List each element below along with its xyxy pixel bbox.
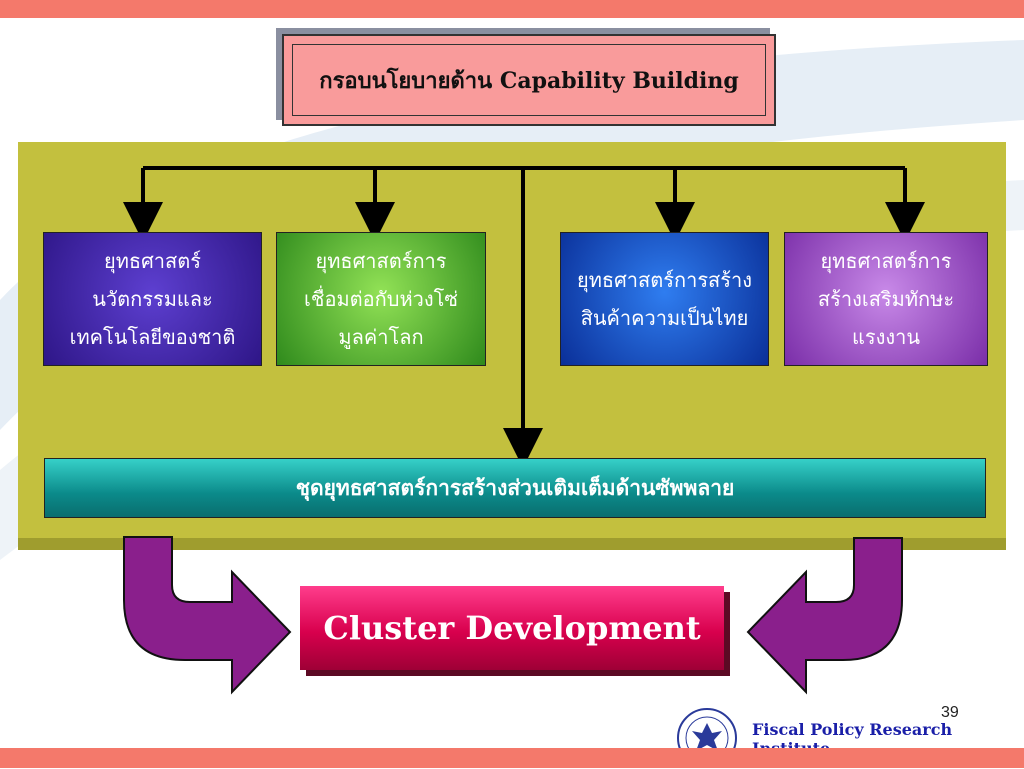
cluster-development-label: Cluster Development <box>323 609 701 647</box>
left-curved-arrow-icon <box>123 536 292 695</box>
panel-bevel <box>18 538 1006 550</box>
supply-side-strategy-label: ชุดยุทธศาสตร์การสร้างส่วนเติมเต็มด้านซัพ… <box>295 474 735 500</box>
strategy-box-global-value-chain: ยุทธศาสตร์การ เชื่อมต่อกับห่วงโซ่ มูลค่า… <box>276 232 486 366</box>
strategy-box-thainess: ยุทธศาสตร์การสร้าง สินค้าความเป็นไทย <box>560 232 769 366</box>
strategy-label-1: ยุทธศาสตร์ นวัตกรรมและ เทคโนโลยีของชาติ <box>69 249 236 349</box>
strategy-box-labor-skills: ยุทธศาสตร์การ สร้างเสริมทักษะ แรงงาน <box>784 232 988 366</box>
page-number: 39 <box>941 704 959 721</box>
strategy-label-2: ยุทธศาสตร์การ เชื่อมต่อกับห่วงโซ่ มูลค่า… <box>304 249 458 349</box>
strategy-label-3: ยุทธศาสตร์การสร้าง สินค้าความเป็นไทย <box>577 268 752 330</box>
title-box: กรอบนโยบายด้าน Capability Building <box>282 34 776 126</box>
strategy-label-4: ยุทธศาสตร์การ สร้างเสริมทักษะ แรงงาน <box>817 249 955 349</box>
diagram-title: กรอบนโยบายด้าน Capability Building <box>319 67 739 94</box>
right-curved-arrow-icon <box>746 537 903 695</box>
strategy-box-innovation: ยุทธศาสตร์ นวัตกรรมและ เทคโนโลยีของชาติ <box>43 232 262 366</box>
bottom-band <box>0 748 1024 768</box>
title-inner-border <box>292 44 766 116</box>
top-band <box>0 0 1024 18</box>
supply-side-strategy-bar: ชุดยุทธศาสตร์การสร้างส่วนเติมเต็มด้านซัพ… <box>44 458 986 518</box>
cluster-development-box: Cluster Development <box>300 586 724 670</box>
